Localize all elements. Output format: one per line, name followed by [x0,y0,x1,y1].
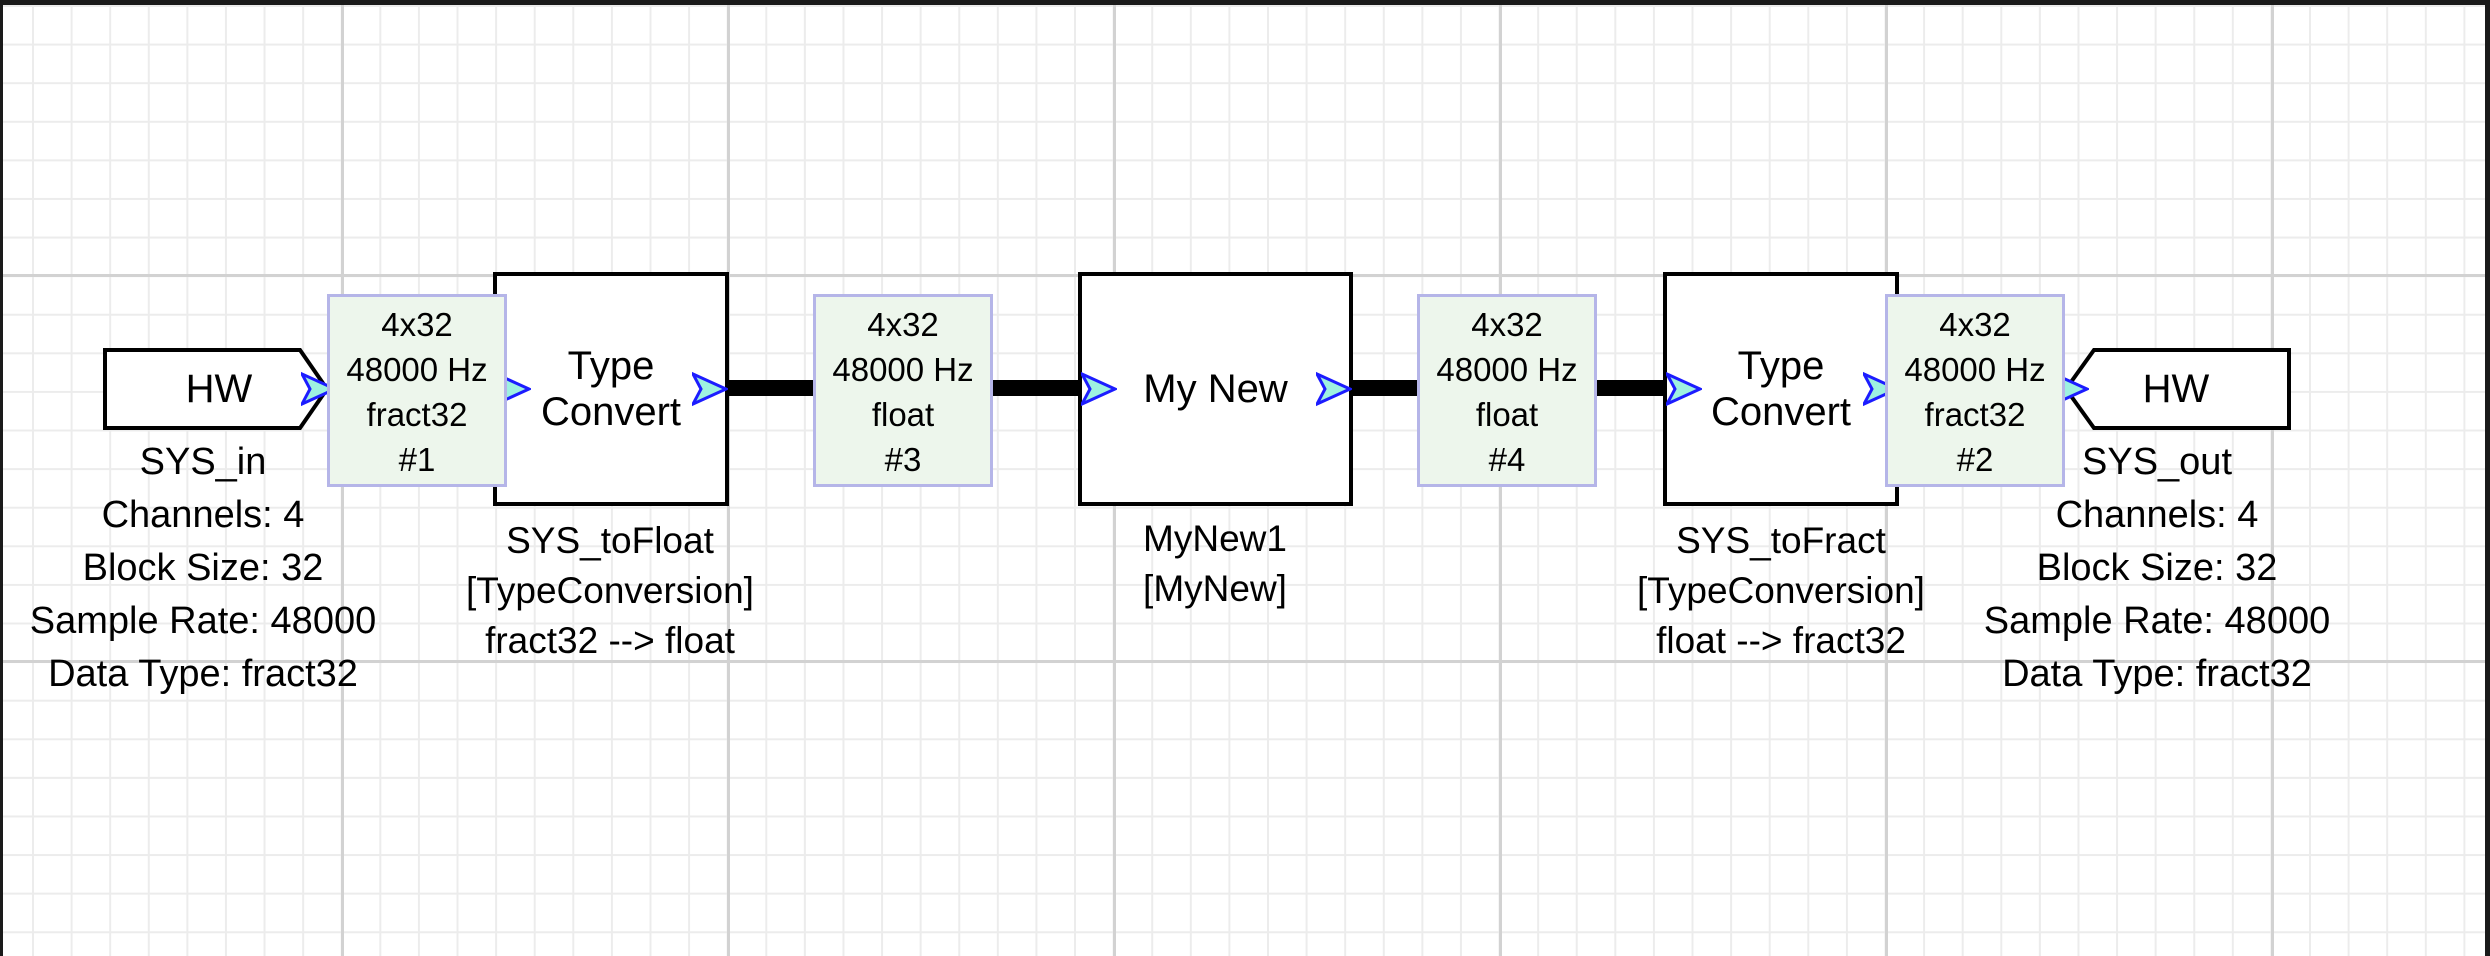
wire-info-line: fract32 [366,396,468,433]
module-type-label: [MyNew] [1143,568,1287,609]
hw-output-block-shape [2063,348,2291,430]
wire-info-line: 48000 Hz [832,351,974,388]
hw-output-block-title: HW [2142,366,2210,411]
node-name-label: SYS_toFract [1676,520,1886,561]
my-new-labels: MyNew1 [MyNew] [1065,514,1365,614]
wire-segment[interactable] [720,380,817,396]
hw-input-block-shape [103,348,330,430]
hw-output-labels: SYS_out Channels: 4 Block Size: 32 Sampl… [1907,436,2407,701]
wire-info-box-2[interactable]: 4x32 48000 Hz fract32 #2 [1885,294,2065,487]
hw-input-block-title: HW [185,366,253,411]
window-border-top [0,0,2490,5]
type-convert-2-labels: SYS_toFract [TypeConversion] float --> f… [1631,516,1931,666]
wire-info-line: 4x32 [867,306,939,343]
window-border-right [2485,0,2490,956]
wire-info-box-1[interactable]: 4x32 48000 Hz fract32 #1 [327,294,507,487]
wire-info-line: 4x32 [1471,306,1543,343]
wire-info-line: 48000 Hz [1904,351,2046,388]
wire-info-line: #4 [1488,441,1526,478]
node-name-label: SYS_out [2082,441,2232,483]
my-new-block[interactable]: My New [1078,272,1353,506]
node-name-label: SYS_toFloat [506,520,714,561]
node-name-label: MyNew1 [1143,518,1287,559]
channels-label: Channels: 4 [101,494,305,536]
wire-segment[interactable] [989,380,1085,396]
block-size-label: Block Size: 32 [2036,547,2278,589]
sample-rate-label: Sample Rate: 48000 [1983,600,2331,642]
wire-info-line: 48000 Hz [346,351,488,388]
wire-segment[interactable] [1592,380,1670,396]
wire-info-line: #3 [884,441,922,478]
data-type-label: Data Type: fract32 [48,653,358,695]
my-new-input-pin-icon[interactable] [1081,371,1117,407]
wire-info-line: 4x32 [1939,306,2011,343]
sample-rate-label: Sample Rate: 48000 [29,600,377,642]
my-new-output-pin-icon[interactable] [1316,371,1352,407]
type-convert-1-title: Type Convert [540,344,682,434]
wire-segment[interactable] [1346,380,1421,396]
type-convert-1-block[interactable]: Type Convert [493,272,729,506]
type-convert-1-output-pin-icon[interactable] [692,371,728,407]
wire-info-line: #1 [398,441,436,478]
node-name-label: SYS_in [139,441,267,483]
window-border-left [0,0,3,956]
block-size-label: Block Size: 32 [82,547,324,589]
wire-info-box-3[interactable]: 4x32 48000 Hz float #3 [813,294,993,487]
wire-info-line: #2 [1956,441,1994,478]
wire-info-line: float [1475,396,1539,433]
hw-output-block[interactable]: HW [2060,346,2292,432]
conversion-label: float --> fract32 [1656,620,1906,661]
wire-info-line: float [871,396,935,433]
type-convert-1-labels: SYS_toFloat [TypeConversion] fract32 -->… [460,516,760,666]
hw-input-block[interactable]: HW [103,346,335,432]
my-new-title: My New [1143,367,1288,411]
type-convert-2-block[interactable]: Type Convert [1663,272,1899,506]
module-type-label: [TypeConversion] [1637,570,1925,611]
hw-input-labels: SYS_in Channels: 4 Block Size: 32 Sample… [0,436,453,701]
wire-info-line: 4x32 [381,306,453,343]
wire-info-line: fract32 [1924,396,2026,433]
channels-label: Channels: 4 [2055,494,2259,536]
type-convert-2-input-pin-icon[interactable] [1666,371,1702,407]
conversion-label: fract32 --> float [485,620,735,661]
wire-info-box-4[interactable]: 4x32 48000 Hz float #4 [1417,294,1597,487]
wire-info-line: 48000 Hz [1436,351,1578,388]
module-type-label: [TypeConversion] [466,570,754,611]
hw-input-output-pin-icon[interactable] [301,371,337,407]
type-convert-2-title: Type Convert [1710,344,1852,434]
data-type-label: Data Type: fract32 [2002,653,2312,695]
